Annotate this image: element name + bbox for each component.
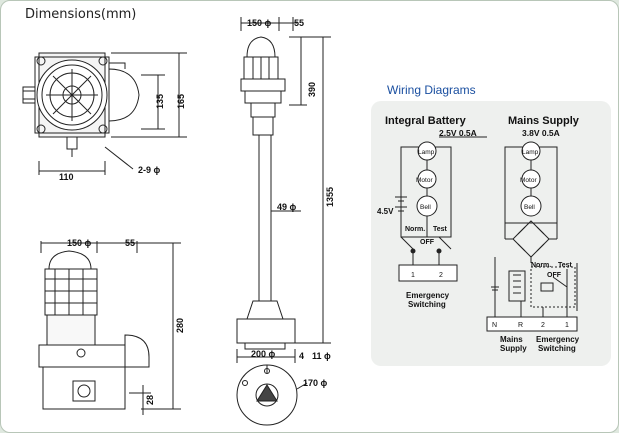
integral-norm-label: Norm. [405,226,425,233]
dim-2-9: 2-9 ϕ [138,165,161,175]
dim-side-55: 55 [294,18,304,28]
mains-left-caption-line1: Mains [500,335,523,344]
mains-right-caption-line1: Emergency [536,335,580,344]
dim-170: 170 ϕ [303,378,328,388]
dim-28: 28 [145,395,155,405]
integral-terminal-2: 2 [439,272,443,279]
integral-circuit [395,136,487,282]
mains-test-label: Test [558,262,573,269]
integral-terminal-1: 1 [411,272,415,279]
integral-caption-line1: Emergency [406,291,450,300]
dim-390: 390 [307,82,317,97]
mains-left-caption-line2: Supply [500,344,527,353]
dim-front-150: 150 ϕ [67,238,92,248]
mains-supply-heading: Mains Supply [508,115,580,127]
dim-side-150: 150 ϕ [247,18,272,28]
integral-off-label: OFF [420,239,435,246]
mains-motor-label: Motor [520,177,537,184]
integral-test-label: Test [433,226,448,233]
integral-bell-label: Bell [420,204,431,211]
base-view-drawing [236,364,308,426]
dim-49: 49 ϕ [277,202,297,212]
mains-right-caption-line2: Switching [538,344,576,353]
top-view-drawing [22,52,187,175]
integral-lamp-label: Lamp [418,149,435,156]
mains-terminal-r: R [518,322,523,329]
mains-circuit [486,141,578,332]
dim-4: 4 [299,351,304,361]
mains-norm-label: Norm. [531,262,551,269]
integral-rating: 2.5V 0.5A [439,128,477,138]
dim-135: 135 [155,94,165,109]
dim-280: 280 [175,318,185,333]
integral-battery-label: 4.5V [377,207,394,216]
mains-lamp-label: Lamp [522,149,539,156]
dim-200: 200 ϕ [251,349,276,359]
integral-battery-heading: Integral Battery [385,115,467,127]
front-view-drawing [38,241,181,415]
mains-off-label: OFF [547,272,562,279]
mains-terminal-2: 2 [541,322,545,329]
dim-front-55: 55 [125,238,135,248]
mains-terminal-1: 1 [565,322,569,329]
side-view-drawing [236,17,331,363]
wiring-diagrams-title: Wiring Diagrams [387,83,476,97]
mains-bell-label: Bell [524,204,535,211]
dim-1355: 1355 [325,187,335,207]
integral-caption-line2: Switching [408,300,446,309]
dimensions-title: Dimensions(mm) [25,7,137,22]
dim-165: 165 [176,94,186,109]
dim-110: 110 [59,172,74,182]
dim-11: 11 ϕ [312,351,331,361]
mains-terminal-n: N [492,322,497,329]
mains-rating: 3.8V 0.5A [522,128,560,138]
integral-motor-label: Motor [416,177,433,184]
